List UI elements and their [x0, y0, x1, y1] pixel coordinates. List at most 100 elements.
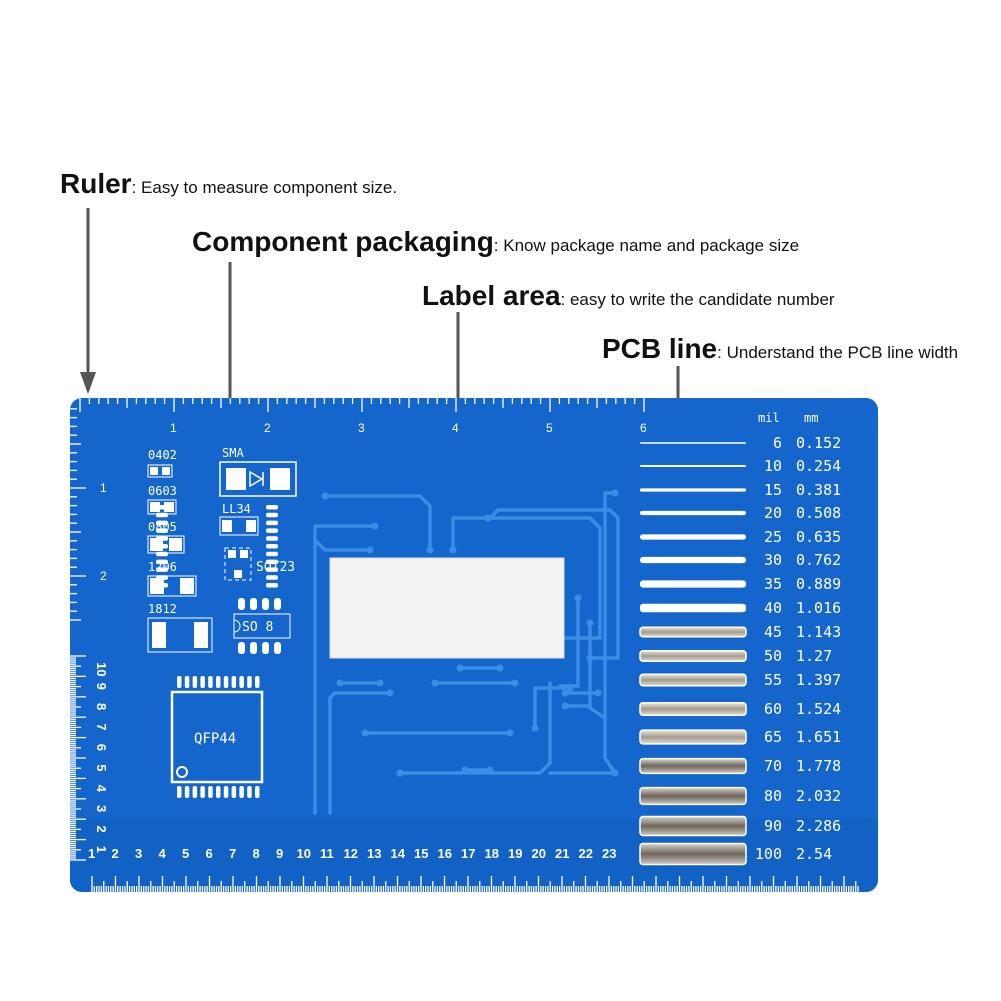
left-ruler	[70, 408, 86, 621]
pcb-line-sample	[640, 556, 746, 564]
qfp-pad	[239, 786, 244, 798]
via	[461, 766, 469, 774]
qfp-pad	[223, 786, 229, 798]
package-sot23-outline	[224, 547, 252, 581]
copper-traces	[313, 491, 620, 815]
pad	[180, 578, 194, 594]
top-ruler-number: 4	[452, 421, 459, 435]
qfp-pad	[192, 786, 198, 798]
pad	[150, 467, 158, 475]
trace	[398, 681, 552, 775]
via	[321, 492, 329, 500]
trace	[603, 491, 617, 775]
pcb-mm-value: 1.524	[796, 700, 841, 718]
pcb-line-sample	[639, 729, 747, 745]
left-mm-number: 8	[94, 703, 109, 710]
bottom-mm-number: 1	[88, 846, 95, 861]
qfp-pad	[231, 786, 237, 798]
pad	[169, 538, 182, 551]
via	[386, 689, 394, 697]
via	[396, 769, 404, 777]
pcb-header-mil: mil	[758, 411, 780, 425]
package-qfp44-pads	[156, 505, 278, 798]
qfp-pad	[156, 512, 168, 518]
ruler-arrowhead	[80, 372, 96, 394]
via	[376, 679, 384, 687]
pcb-mm-value: 1.651	[796, 728, 841, 746]
component-annotation-desc: : Know package name and package size	[493, 236, 800, 255]
qfp-pad	[156, 575, 168, 580]
via	[484, 514, 492, 522]
qfp-pad	[266, 528, 278, 533]
qfp-pad	[156, 505, 168, 510]
qfp-pad	[156, 536, 168, 541]
package-qfp44-label: QFP44	[194, 731, 236, 747]
qfp-pad	[156, 583, 168, 588]
bottom-mm-number: 23	[602, 846, 616, 861]
pad	[226, 468, 246, 490]
pcb-mil-value: 6	[773, 434, 782, 452]
via	[431, 679, 439, 687]
pcb-mm-value: 0.889	[796, 575, 841, 593]
via	[561, 702, 569, 710]
pcb-line-sample	[640, 603, 746, 613]
pcb-mil-value: 80	[764, 787, 782, 805]
via	[361, 729, 369, 737]
bottom-mm-number: 19	[508, 846, 522, 861]
pad	[270, 468, 290, 490]
qfp-pad	[200, 676, 205, 688]
qfp-pad	[255, 676, 260, 688]
pcb-line-sample	[640, 442, 746, 444]
top-ruler	[79, 398, 645, 412]
left-mm-number: 9	[94, 683, 109, 690]
left-ruler-number: 1	[100, 481, 107, 495]
qfp-pad	[177, 786, 182, 798]
package-0402-label: 0402	[148, 448, 177, 462]
package-so8-outline	[233, 613, 291, 639]
pad	[150, 502, 160, 512]
left-ruler-numbers: 12	[100, 481, 107, 583]
qfp-pad	[177, 676, 182, 688]
pcb-mil-value: 40	[764, 599, 782, 617]
left-mm-number: 10	[94, 662, 109, 676]
trace	[323, 494, 432, 552]
pcb-annotation-desc: : Understand the PCB line width	[717, 343, 959, 362]
pcb-mm-value: 1.143	[796, 623, 841, 641]
bottom-mm-number: 4	[159, 846, 167, 861]
left-ruler-number: 2	[100, 569, 107, 583]
pcb-mil-value: 70	[764, 757, 782, 775]
left-mm-number: 5	[94, 764, 109, 771]
via	[456, 664, 464, 672]
qfp-pad	[255, 786, 260, 798]
qfp-pad	[223, 676, 229, 688]
pcb-mil-value: 35	[764, 575, 782, 593]
pcb-mm-value: 0.508	[796, 504, 841, 522]
pcb-annotation-title: PCB line	[602, 333, 718, 364]
bottom-mm-number: 20	[532, 846, 546, 861]
pcb-mil-value: 10	[764, 457, 782, 475]
pcb-mil-value: 60	[764, 700, 782, 718]
bottom-mm-number: 11	[320, 846, 334, 861]
qfp-pad	[266, 544, 278, 549]
ruler-annotation-desc: : Easy to measure component size.	[131, 178, 398, 197]
package-sma-label: SMA	[222, 446, 244, 460]
left-mm-ruler	[70, 655, 86, 861]
top-ruler-number: 1	[170, 421, 177, 435]
qfp-pad	[266, 551, 278, 557]
pcb-mil-value: 15	[764, 481, 782, 499]
bottom-mm-number: 22	[579, 846, 593, 861]
bottom-mm-number: 21	[555, 846, 569, 861]
qfp-pad	[156, 567, 168, 572]
via	[561, 689, 569, 697]
board-shade	[70, 818, 878, 892]
bottom-mm-number: 6	[206, 846, 213, 861]
qfp-pad	[266, 575, 278, 580]
qfp-pad	[247, 786, 252, 798]
via	[496, 664, 504, 672]
label-annotation-title: Label area	[422, 280, 561, 311]
top-ruler-number: 5	[546, 421, 553, 435]
vias	[321, 489, 619, 777]
qfp-pad	[192, 676, 198, 688]
pcb-mm-value: 0.152	[796, 434, 841, 452]
